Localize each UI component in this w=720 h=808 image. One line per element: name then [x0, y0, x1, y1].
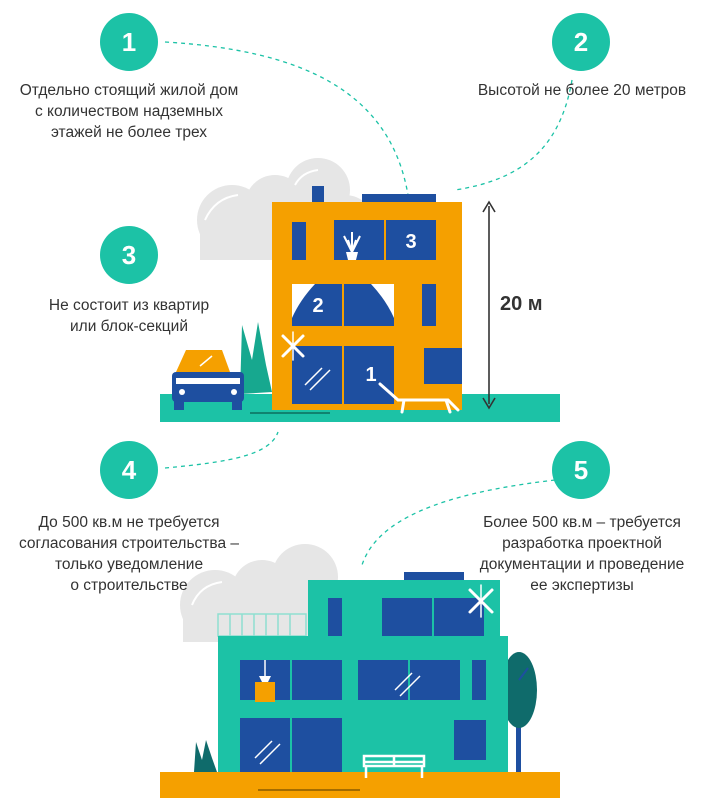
step-5-line-2: разработка проектной [502, 535, 662, 552]
connector-5 [361, 479, 556, 566]
step-4-line-3: только уведомление [54, 556, 204, 573]
step-1-line-2: с количеством надземных [34, 103, 224, 120]
step-1-line-3: этажей не более трех [50, 124, 208, 141]
step-badge-4: 4 [100, 441, 158, 499]
floor-label-2: 2 [312, 295, 323, 317]
lamp-icon [255, 660, 275, 702]
step-badge-1: 1 [100, 13, 158, 71]
step-badge-3: 3 [100, 226, 158, 284]
height-label: 20 м [500, 293, 543, 315]
step-4-line-1: До 500 кв.м не требуется [38, 514, 220, 531]
orange-house-scene [160, 158, 560, 422]
step-text-1: Отдельно стоящий жилой дом с количеством… [0, 80, 258, 143]
step-1-line-1: Отдельно стоящий жилой дом [19, 82, 239, 99]
bush-1 [240, 322, 272, 394]
step-text-5: Более 500 кв.м – требуется разработка пр… [452, 512, 712, 596]
lounger-icon [378, 382, 460, 414]
floor-label-1: 1 [365, 364, 376, 386]
step-4-line-4: о строительстве [70, 577, 188, 594]
bench-icon [362, 754, 426, 778]
ground-2 [160, 772, 560, 798]
connector-1 [164, 41, 409, 196]
car-icon [172, 350, 244, 410]
step-5-line-3: документации и проведение [479, 556, 685, 573]
step-text-4: До 500 кв.м не требуется согласования ст… [0, 512, 258, 596]
step-badge-5: 5 [552, 441, 610, 499]
step-text-2: Высотой не более 20 метров [462, 80, 702, 101]
step-5-line-4: ее экспертизы [530, 577, 634, 594]
step-text-3: Не состоит из квартир или блок-секций [0, 295, 258, 337]
grass [194, 740, 217, 772]
connector-4 [164, 431, 279, 469]
step-4-line-2: согласования строительства – [18, 535, 240, 552]
sparkle-icon [281, 331, 305, 361]
step-3-line-1: Не состоит из квартир [48, 297, 210, 314]
step-2-line-1: Высотой не более 20 метров [477, 82, 687, 99]
tree-icon [501, 652, 537, 772]
step-5-line-1: Более 500 кв.м – требуется [483, 514, 681, 531]
plant-icon [343, 232, 361, 260]
height-arrow [482, 200, 496, 410]
connector-2 [454, 79, 573, 191]
step-3-line-2: или блок-секций [70, 318, 188, 335]
teal-house-scene [160, 544, 560, 798]
sparkle-icon-2 [468, 584, 494, 618]
floor-label-3: 3 [405, 231, 416, 253]
step-badge-2: 2 [552, 13, 610, 71]
